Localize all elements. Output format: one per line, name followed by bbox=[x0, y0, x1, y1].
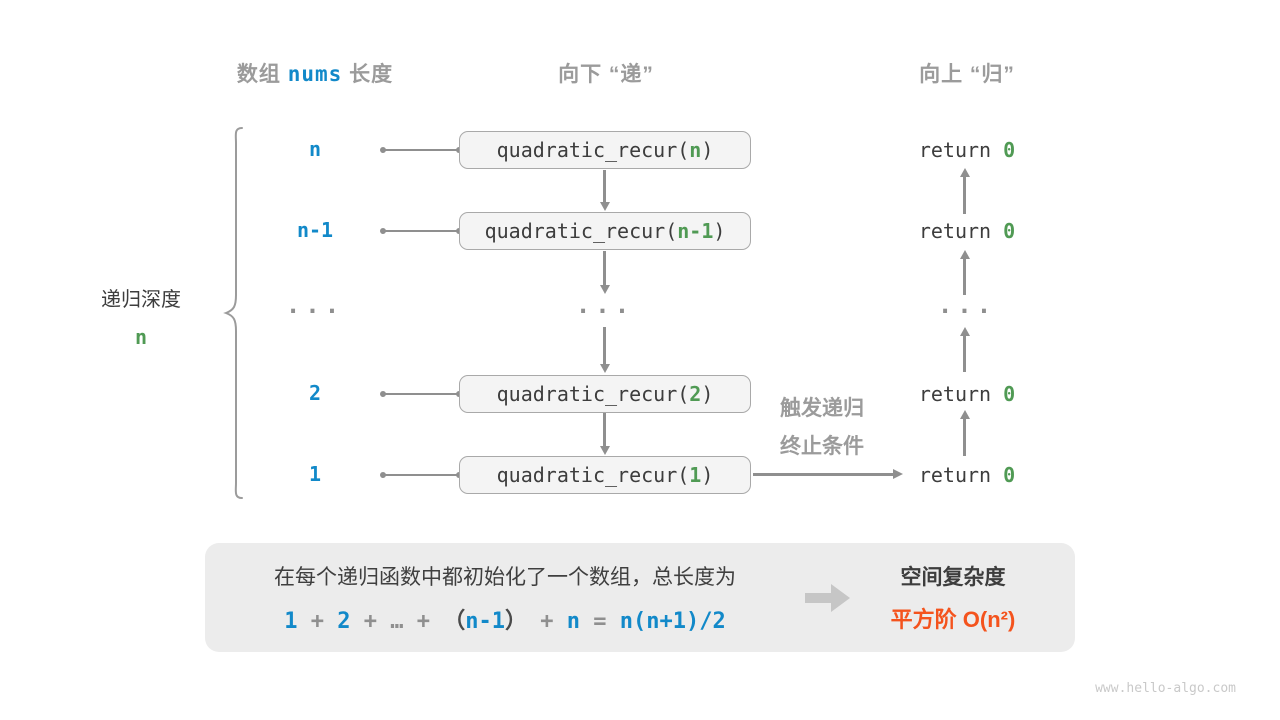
formula-part: n(n+1)/2 bbox=[619, 608, 726, 634]
return-value: 0 bbox=[1003, 382, 1016, 406]
up-arrow-icon bbox=[959, 250, 970, 295]
down-arrow-icon bbox=[599, 413, 610, 455]
up-arrow-icon bbox=[959, 168, 970, 214]
summary-line1: 在每个递归函数中都初始化了一个数组，总长度为 bbox=[274, 565, 736, 589]
formula-part: + bbox=[403, 608, 444, 634]
watermark: www.hello-algo.com bbox=[1095, 681, 1236, 696]
connector-line bbox=[380, 147, 462, 153]
recursion-depth-text: 递归深度 bbox=[101, 289, 181, 311]
return-statement: return 0 bbox=[900, 382, 1034, 406]
return-statement: return 0 bbox=[900, 219, 1034, 243]
header-downward-recurse: 向下 “递” bbox=[558, 63, 654, 86]
recursion-depth-value: n bbox=[134, 325, 148, 349]
call-fn-prefix: quadratic_recur( bbox=[496, 138, 690, 162]
trigger-note-line1: 触发递归 bbox=[780, 397, 864, 420]
call-fn-suffix: ) bbox=[713, 219, 726, 243]
complexity-block: 空间复杂度 平方阶 O(n²) bbox=[838, 543, 1068, 652]
length-label-2: 2 bbox=[308, 381, 322, 405]
down-arrow-icon bbox=[599, 251, 610, 294]
connector-line bbox=[380, 228, 462, 234]
length-label-1: 1 bbox=[308, 462, 322, 486]
header-nums-code: nums bbox=[287, 62, 343, 86]
trigger-note: 触发递归 终止条件 bbox=[737, 390, 907, 466]
return-statement: return 0 bbox=[900, 138, 1034, 162]
return-value: 0 bbox=[1003, 219, 1016, 243]
formula-part: （ bbox=[443, 607, 466, 633]
down-arrow-icon bbox=[599, 170, 610, 211]
formula-part: = bbox=[580, 608, 620, 634]
return-keyword: return bbox=[918, 463, 1004, 487]
length-label-n-1: n-1 bbox=[296, 218, 334, 242]
header-array-prefix: 数组 bbox=[236, 63, 281, 86]
formula-part: 2 bbox=[337, 608, 351, 634]
right-arrow-icon bbox=[753, 469, 903, 479]
complexity-value: 平方阶 O(n²) bbox=[890, 607, 1016, 632]
recursion-depth-label: 递归深度 n bbox=[66, 283, 216, 349]
call-box-n: quadratic_recur(n) bbox=[459, 131, 751, 169]
length-label-n: n bbox=[308, 137, 322, 161]
formula-part: ） bbox=[505, 607, 528, 633]
call-fn-suffix: ) bbox=[701, 138, 714, 162]
return-statement: return 0 bbox=[900, 463, 1034, 487]
complexity-title: 空间复杂度 bbox=[900, 566, 1006, 589]
formula-part: + bbox=[350, 608, 391, 634]
call-box-1: quadratic_recur(1) bbox=[459, 456, 751, 494]
call-fn-prefix: quadratic_recur( bbox=[484, 219, 678, 243]
formula-part: + bbox=[527, 608, 567, 634]
trigger-note-line2: 终止条件 bbox=[780, 435, 864, 458]
ellipsis-return-column: ... bbox=[937, 291, 997, 319]
formula-part: n bbox=[566, 608, 581, 634]
header-array-suffix: 长度 bbox=[349, 63, 394, 86]
block-arrow-icon bbox=[805, 584, 850, 612]
call-fn-prefix: quadratic_recur( bbox=[496, 382, 690, 406]
curly-brace bbox=[223, 127, 243, 499]
header-array-length: 数组 nums 长度 bbox=[195, 58, 435, 88]
return-value: 0 bbox=[1003, 463, 1016, 487]
call-fn-suffix: ) bbox=[701, 463, 714, 487]
header-upward-return: 向上 “归” bbox=[919, 63, 1015, 86]
up-arrow-icon bbox=[959, 410, 970, 456]
call-param: 1 bbox=[689, 463, 702, 487]
call-fn-prefix: quadratic_recur( bbox=[496, 463, 690, 487]
ellipsis-call-column: ... bbox=[575, 291, 635, 319]
call-box-2: quadratic_recur(2) bbox=[459, 375, 751, 413]
call-fn-suffix: ) bbox=[701, 382, 714, 406]
connector-line bbox=[380, 391, 462, 397]
ellipsis-length-column: ... bbox=[285, 291, 345, 319]
call-param: n bbox=[689, 138, 702, 162]
formula-part: n-1 bbox=[465, 608, 506, 634]
formula-part: … bbox=[390, 608, 404, 634]
up-arrow-icon bbox=[959, 327, 970, 372]
return-keyword: return bbox=[918, 382, 1004, 406]
call-param: 2 bbox=[689, 382, 702, 406]
return-keyword: return bbox=[918, 219, 1004, 243]
return-value: 0 bbox=[1003, 138, 1016, 162]
formula-part: + bbox=[297, 608, 338, 634]
return-keyword: return bbox=[918, 138, 1004, 162]
summary-panel bbox=[205, 543, 1075, 652]
call-param: n-1 bbox=[677, 219, 714, 243]
down-arrow-icon bbox=[599, 327, 610, 373]
summary-text-block: 在每个递归函数中都初始化了一个数组，总长度为 1 + 2 + … + （n-1）… bbox=[225, 543, 785, 652]
call-box-n-1: quadratic_recur(n-1) bbox=[459, 212, 751, 250]
formula-part: 1 bbox=[284, 608, 298, 634]
connector-line bbox=[380, 472, 462, 478]
summary-formula: 1 + 2 + … + （n-1） + n = n(n+1)/2 bbox=[284, 603, 726, 635]
